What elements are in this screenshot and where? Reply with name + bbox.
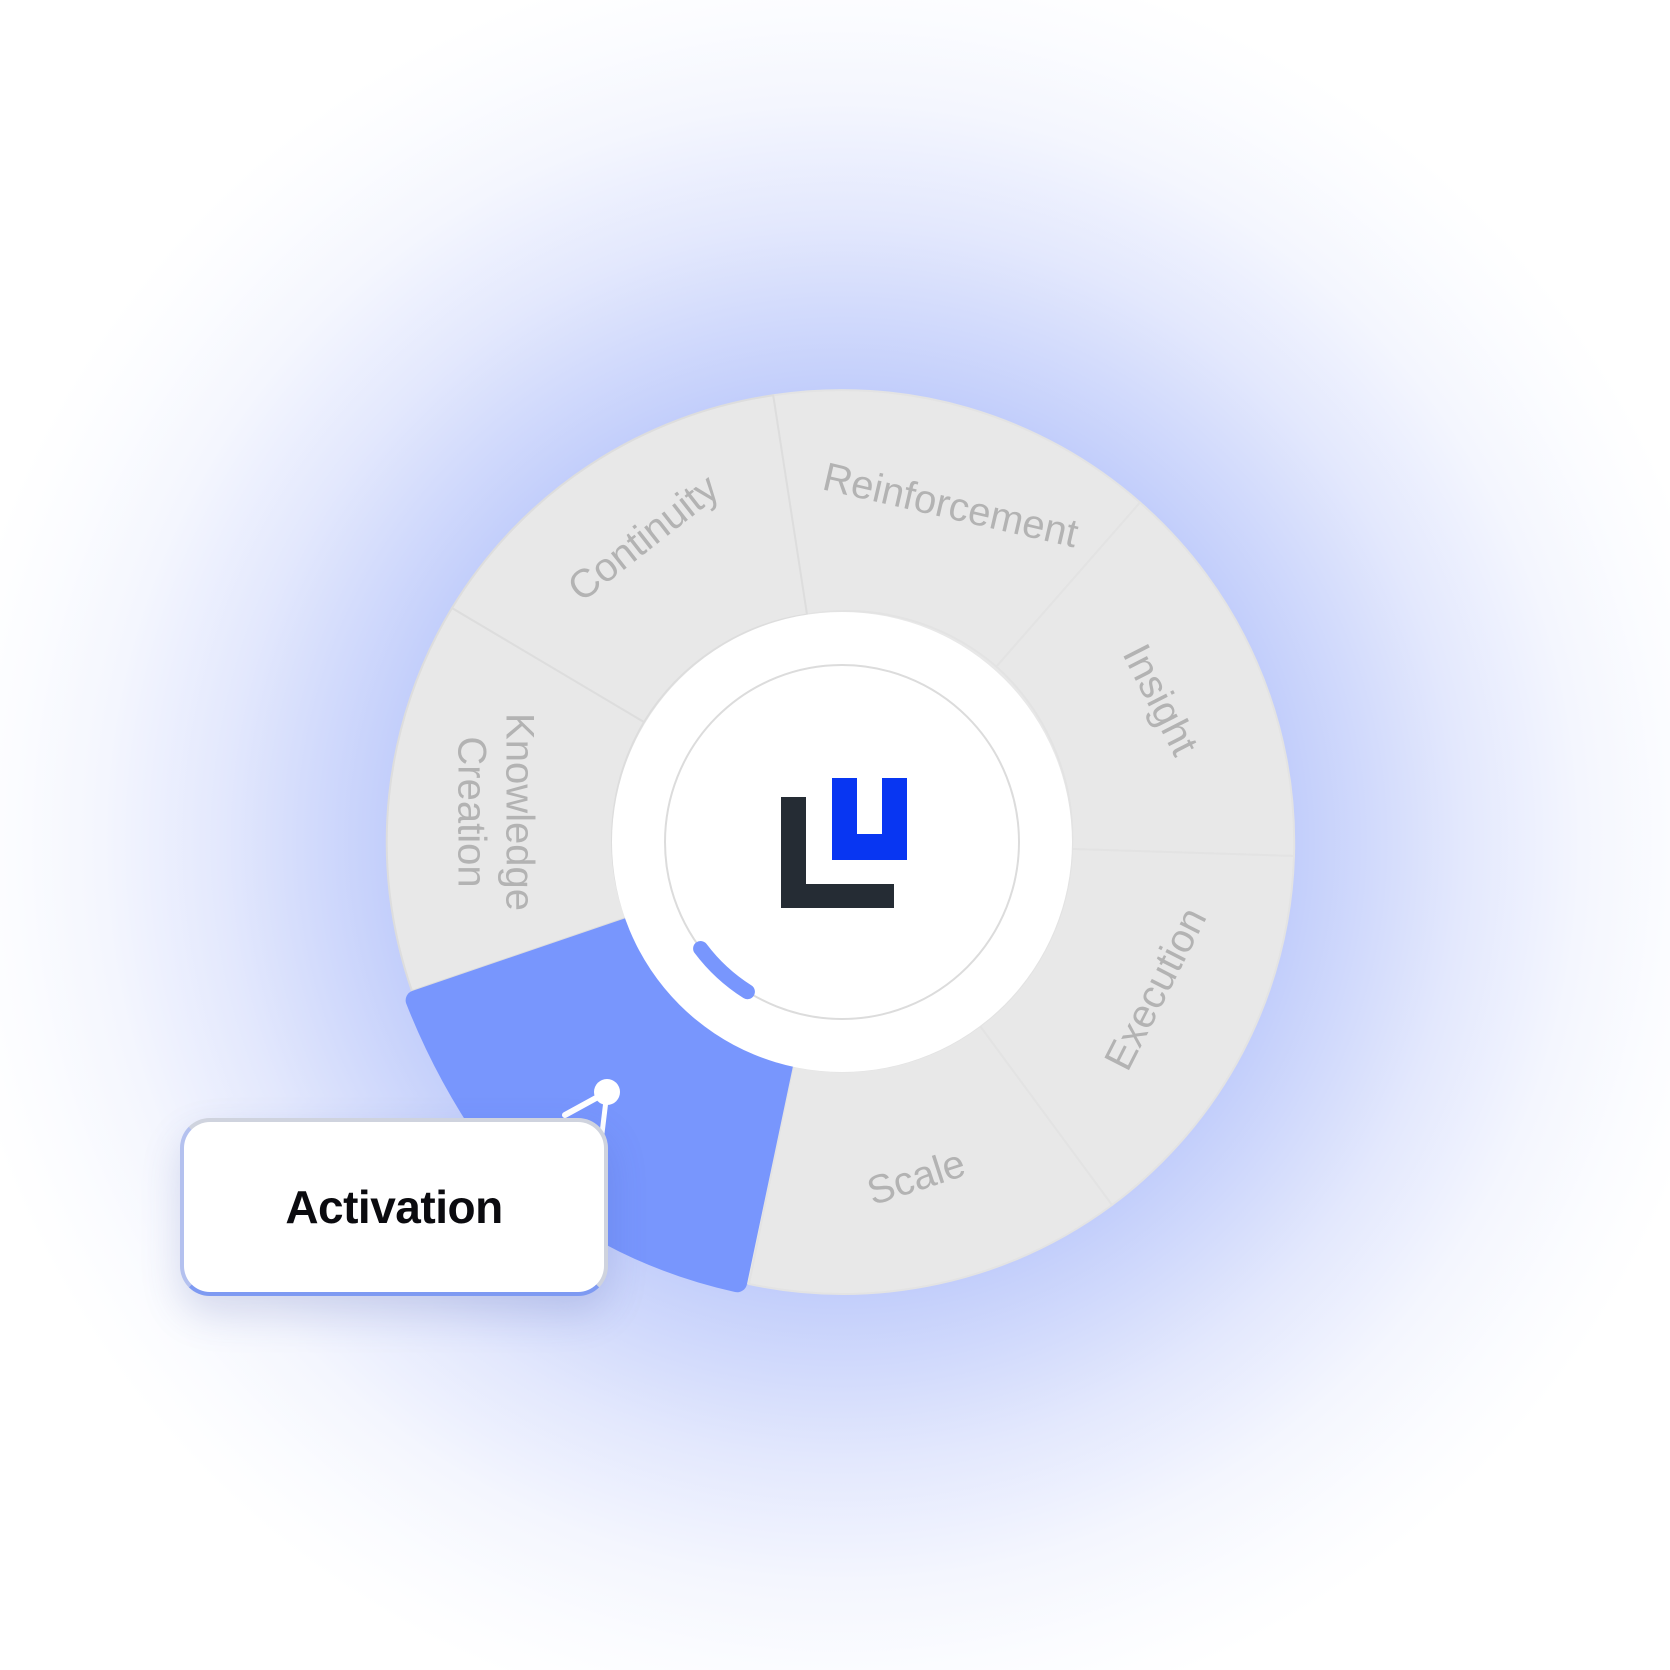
progress-arc <box>693 941 755 1000</box>
segment-execution[interactable] <box>978 847 1296 1207</box>
segment-label-knowledge-creation: Knowledge Creation <box>449 713 541 911</box>
segment-reinforcement[interactable] <box>772 389 1142 669</box>
segment-continuity[interactable] <box>450 394 809 724</box>
segment-label-knowledge: Knowledge <box>497 713 541 911</box>
connector-dot <box>594 1079 620 1105</box>
segment-knowledge-creation[interactable] <box>385 606 646 993</box>
active-stage-callout[interactable]: Activation <box>180 1118 608 1296</box>
segment-activation[interactable] <box>405 918 793 1293</box>
callout-label: Activation <box>285 1181 503 1233</box>
segment-label-creation: Creation <box>449 736 493 887</box>
brand-logo-icon <box>781 778 907 908</box>
segment-insight[interactable] <box>994 501 1296 858</box>
hub-inner-ring <box>664 664 1020 1020</box>
